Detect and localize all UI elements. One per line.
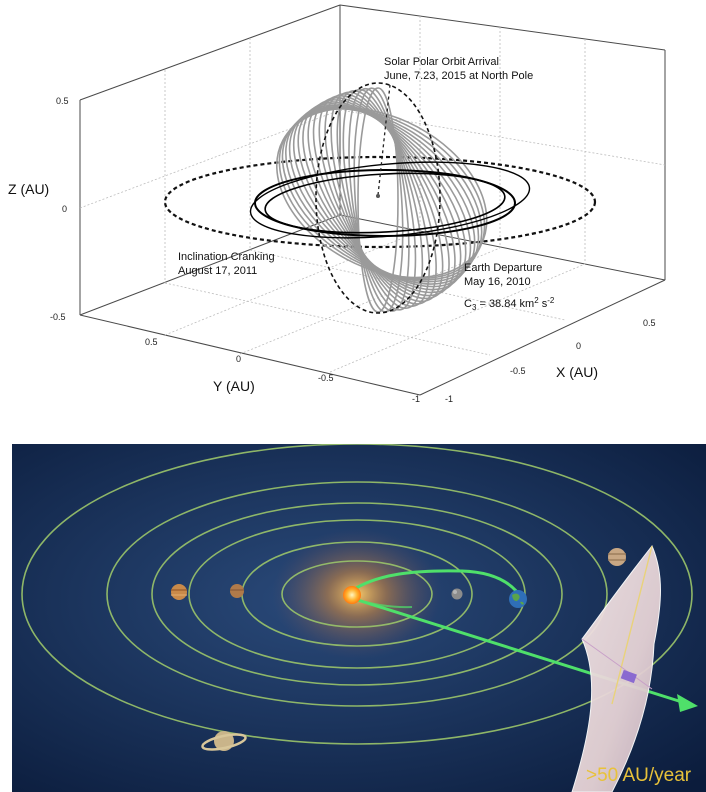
y-axis-label: Y (AU)	[213, 378, 255, 394]
arrival-label-line2: June, 7.23, 2015 at North Pole	[384, 70, 533, 82]
x-tick-1: 0	[576, 341, 581, 351]
crank-orbit	[312, 97, 450, 300]
z-axis-label: Z (AU)	[8, 181, 49, 197]
c3-label: C3 = 38.84 km2 s-2	[464, 296, 555, 312]
crank-orbit	[318, 95, 444, 303]
mercury-icon	[451, 588, 463, 600]
saturn-icon	[201, 731, 247, 751]
departure-label-line2: May 16, 2010	[464, 276, 531, 288]
sun-icon	[343, 586, 361, 604]
z-tick-0: 0.5	[56, 96, 69, 106]
venus-icon	[171, 584, 187, 600]
solar-sail-icon	[571, 545, 661, 792]
speed-label: >50 AU/year	[586, 765, 692, 786]
jupiter-icon	[608, 548, 626, 566]
outer-dashed-orbit	[163, 155, 597, 249]
orbit-plot-3d: 0.5 0 -0.5 0.5 0 -0.5 -1 0.5 0 -0.5 -1 Z…	[8, 4, 666, 404]
y-tick-2: -0.5	[318, 373, 334, 383]
transfer-orbit-3	[249, 161, 531, 239]
x-tick-2: -0.5	[510, 366, 526, 376]
crank-orbit	[324, 93, 437, 305]
cranking-label-line2: August 17, 2011	[178, 265, 257, 277]
sun-pole-line	[377, 84, 391, 196]
y-tick-0: 0.5	[145, 337, 158, 347]
crank-orbit	[348, 87, 410, 312]
crank-orbit	[342, 88, 417, 311]
polar-orbit	[315, 82, 441, 314]
arrival-label-line1: Solar Polar Orbit Arrival	[384, 56, 499, 68]
crank-orbit	[357, 87, 399, 313]
plot-box	[79, 4, 666, 396]
crank-orbit	[336, 90, 424, 310]
plot-grid	[79, 16, 666, 373]
crank-orbit	[330, 91, 431, 308]
x-tick-3: -1	[445, 394, 453, 404]
z-tick-1: 0	[62, 204, 67, 214]
solar-system-illustration: >50 AU/year	[12, 444, 706, 792]
x-tick-0: 0.5	[643, 318, 656, 328]
x-axis-label: X (AU)	[556, 364, 598, 380]
z-tick-2: -0.5	[50, 312, 66, 322]
y-tick-3: -1	[412, 394, 420, 404]
y-tick-1: 0	[236, 354, 241, 364]
arrow-icon	[677, 694, 698, 712]
transfer-orbit-2	[264, 172, 506, 234]
earth-icon	[509, 590, 527, 608]
trajectory-loop	[344, 569, 524, 600]
sun-marker	[376, 194, 380, 198]
cranking-label-line1: Inclination Cranking	[178, 251, 275, 263]
departure-label-line1: Earth Departure	[464, 262, 542, 274]
mars-icon	[230, 584, 244, 598]
